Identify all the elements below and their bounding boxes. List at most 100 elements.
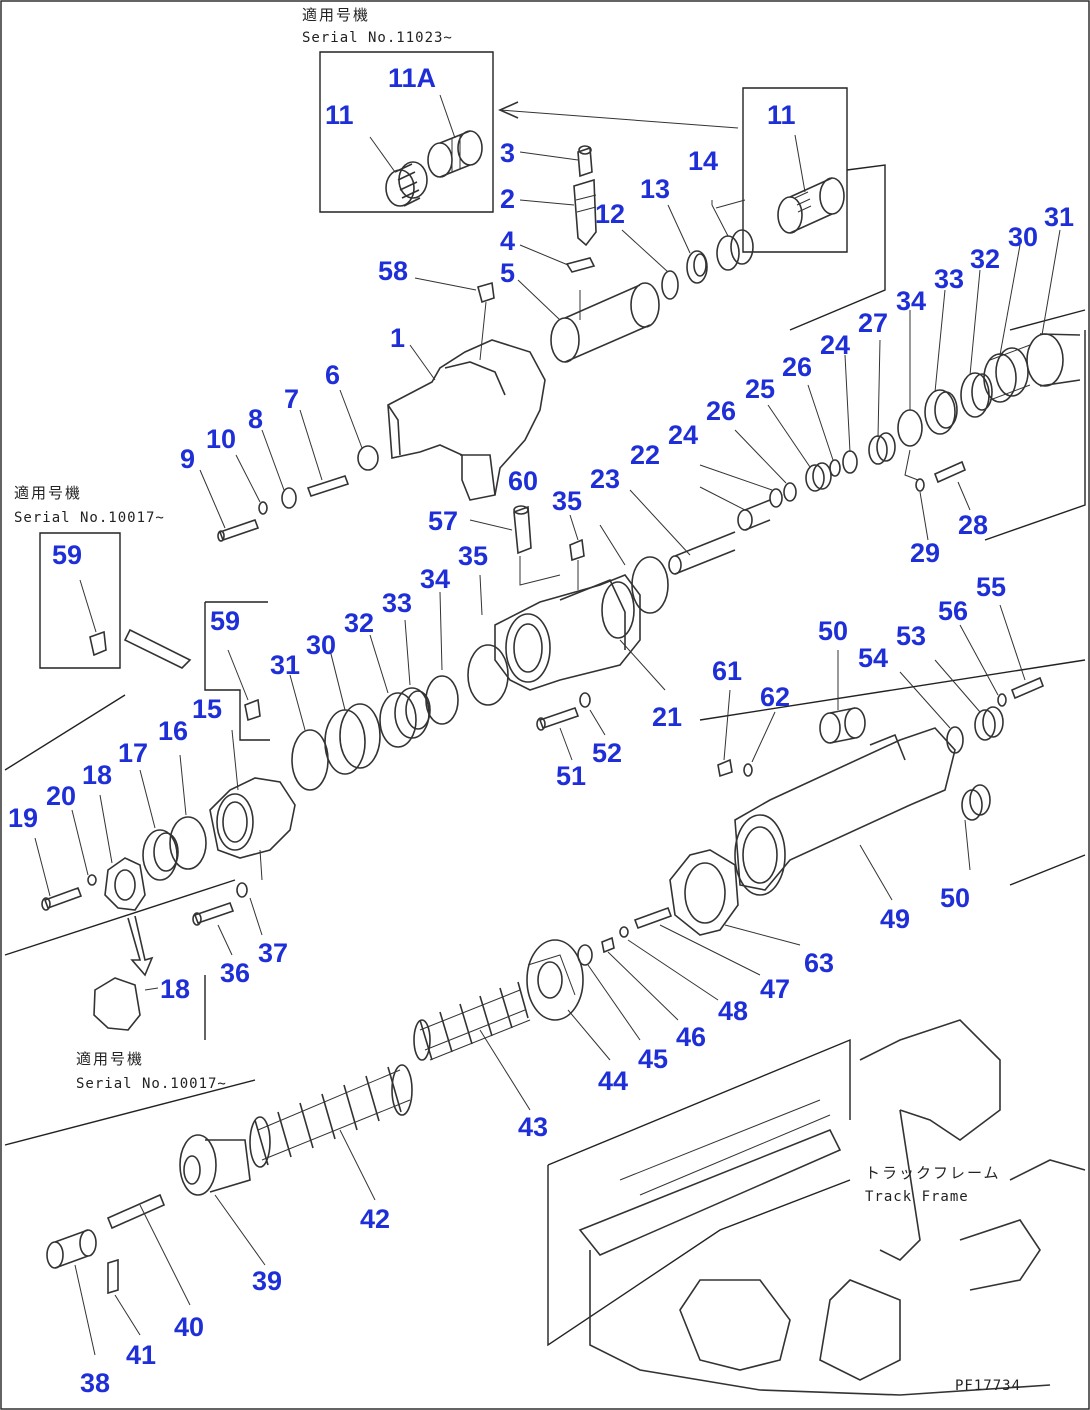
arrow-to-inset-left — [123, 628, 192, 669]
part-34-ring-mid — [425, 675, 459, 725]
callout-32-mid: 32 — [344, 608, 374, 638]
part-11-right-inset — [777, 177, 845, 234]
part-35-fitting-top — [569, 538, 585, 562]
callout-57: 57 — [428, 506, 458, 536]
callout-45: 45 — [638, 1044, 668, 1074]
part-25-nut — [805, 462, 832, 492]
callout-43: 43 — [518, 1112, 548, 1142]
callout-3: 3 — [500, 138, 515, 168]
callout-58: 58 — [378, 256, 408, 286]
callout-27: 27 — [858, 308, 888, 338]
callout-4: 4 — [500, 226, 515, 256]
part-31-cover-top — [1026, 333, 1081, 387]
callout-1: 1 — [390, 323, 405, 353]
callout-6: 6 — [325, 360, 340, 390]
part-24-ring-mid — [769, 488, 783, 508]
part-24-ring-top — [842, 450, 858, 474]
part-27-bushing — [868, 432, 896, 465]
callout-34-mid: 34 — [420, 564, 450, 594]
callout-61: 61 — [712, 656, 742, 686]
inset-box-top — [319, 51, 494, 213]
part-43-inner-spring — [413, 981, 531, 1061]
part-62-o-ring — [743, 763, 753, 777]
callout-56: 56 — [938, 596, 968, 626]
frame-line-right — [984, 330, 1086, 541]
note-track-frame-jp: トラックフレーム — [865, 1164, 1001, 1182]
callout-labels: 11A 11 11 3 2 12 13 14 4 5 58 1 6 7 8 10… — [8, 63, 1074, 1398]
callout-24-mid: 24 — [668, 420, 698, 450]
inset-box-left — [39, 532, 121, 669]
arrow-head-top — [498, 101, 519, 119]
frame-line-upper — [789, 164, 886, 331]
part-22-plug — [737, 499, 771, 531]
part-34-ring-top — [897, 409, 923, 447]
callout-49: 49 — [880, 904, 910, 934]
part-50-bushing-bot — [961, 784, 991, 821]
part-21-housing — [494, 574, 641, 691]
part-41-pin — [107, 1258, 119, 1295]
part-2-valve-body — [573, 178, 597, 247]
note-top-jp: 適用号機 — [302, 6, 370, 24]
part-32-ring-mid — [379, 692, 417, 748]
callout-12: 12 — [595, 199, 625, 229]
part-44-piston — [526, 939, 584, 1021]
part-59-inset — [89, 630, 107, 657]
part-26-ring-mid — [783, 482, 797, 502]
part-61-fitting — [717, 758, 733, 778]
drawing-id: PF17734 — [955, 1378, 1021, 1394]
part-8-washer — [281, 487, 297, 509]
callout-44: 44 — [598, 1066, 628, 1096]
callout-54: 54 — [858, 643, 888, 673]
callout-60: 60 — [508, 466, 538, 496]
callout-8: 8 — [248, 404, 263, 434]
callout-34-top: 34 — [896, 286, 926, 316]
callout-18: 18 — [82, 760, 112, 790]
part-37-washer — [236, 882, 248, 898]
callout-46: 46 — [676, 1022, 706, 1052]
callout-35-top: 35 — [552, 486, 582, 516]
callout-15: 15 — [192, 694, 222, 724]
callout-55: 55 — [976, 572, 1006, 602]
callout-11a: 11A — [388, 63, 436, 93]
callout-40: 40 — [174, 1312, 204, 1342]
callout-35-mid: 35 — [458, 541, 488, 571]
part-55-bolt — [1010, 676, 1045, 700]
part-30-seal-top — [983, 344, 1031, 403]
callout-29: 29 — [910, 538, 940, 568]
part-15-housing — [209, 777, 296, 859]
part-56-washer — [997, 693, 1007, 707]
callout-28: 28 — [958, 510, 988, 540]
part-35-o-ring-top — [631, 556, 669, 614]
part-10-washer — [258, 501, 268, 515]
callout-10: 10 — [206, 424, 236, 454]
callout-25: 25 — [745, 374, 775, 404]
part-16-seal — [169, 816, 207, 870]
part-60-valve — [513, 505, 532, 555]
arrow-to-part-18 — [127, 915, 154, 977]
part-48-washer — [619, 926, 629, 938]
part-35-o-ring-mid — [467, 644, 509, 706]
part-5-cylinder — [550, 282, 660, 363]
callout-19: 19 — [8, 803, 38, 833]
part-63-gasket — [669, 849, 739, 936]
callout-37: 37 — [258, 938, 288, 968]
callout-51: 51 — [556, 761, 586, 791]
callout-59-inset: 59 — [52, 540, 82, 570]
part-59-fitting — [244, 698, 261, 722]
part-47-bolt — [633, 906, 673, 930]
callout-26-top: 26 — [782, 352, 812, 382]
track-frame-outline — [547, 1019, 1086, 1396]
callout-7: 7 — [284, 384, 299, 414]
callout-24-top: 24 — [820, 330, 850, 360]
arrow-shaft-top — [499, 109, 739, 129]
part-28-bolt — [933, 460, 967, 484]
callout-20: 20 — [46, 781, 76, 811]
part-36-bolt — [192, 901, 235, 926]
part-42-outer-spring — [249, 1064, 413, 1168]
callout-14: 14 — [688, 146, 718, 176]
callout-9: 9 — [180, 444, 195, 474]
part-53-nut — [974, 706, 1004, 741]
part-31-cover-mid — [291, 729, 329, 791]
callout-21: 21 — [652, 702, 682, 732]
part-19-bolt — [41, 886, 83, 911]
